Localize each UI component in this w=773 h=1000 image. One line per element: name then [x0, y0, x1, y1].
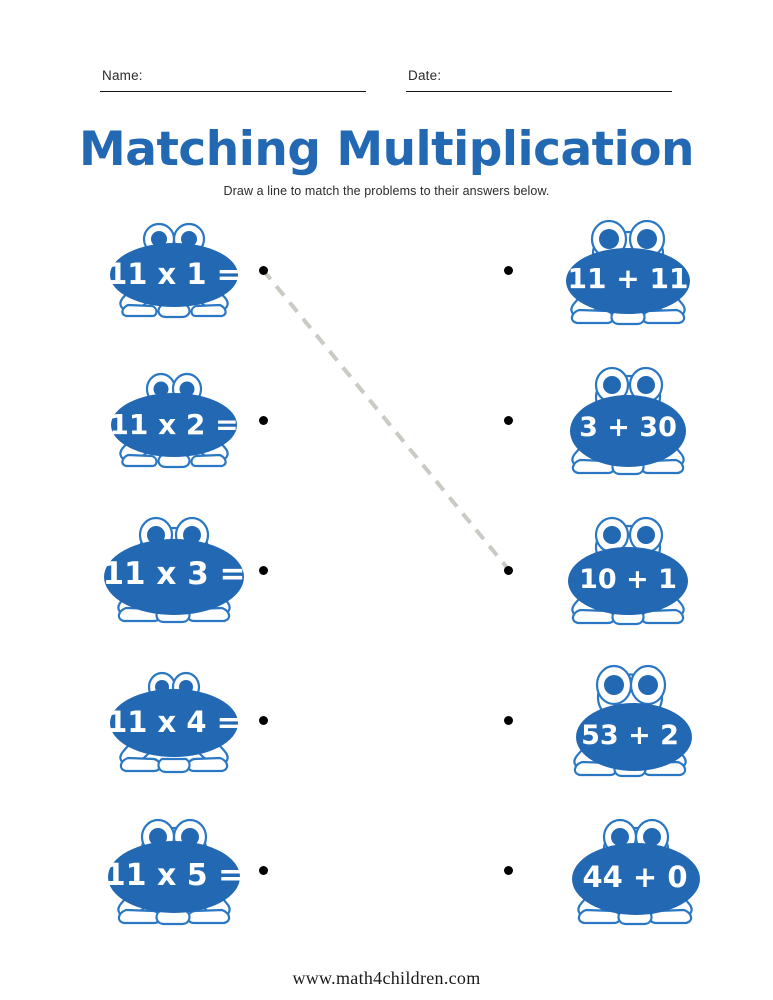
answer-frog[interactable]: 10 + 1	[558, 507, 698, 635]
match-row: 11 x 3 =	[0, 505, 773, 655]
match-row: 11 x 5 =	[0, 805, 773, 955]
date-label: Date:	[408, 68, 442, 83]
name-label: Name:	[102, 68, 143, 83]
problem-connector-dot[interactable]	[259, 716, 268, 725]
page-subtitle: Draw a line to match the problems to the…	[223, 184, 550, 198]
answer-connector-dot[interactable]	[504, 866, 513, 875]
answer-connector-dot[interactable]	[504, 266, 513, 275]
page-title: Matching Multiplication	[78, 122, 695, 177]
answer-connector-dot[interactable]	[504, 416, 513, 425]
answer-frog[interactable]: 11 + 11	[553, 209, 703, 335]
match-row: 11 x 2 =	[0, 355, 773, 505]
problem-connector-dot[interactable]	[259, 866, 268, 875]
header-fields: Name: Date:	[100, 68, 673, 100]
date-writing-line	[406, 91, 672, 92]
problem-frog[interactable]: 11 x 3 =	[100, 507, 248, 635]
answer-frog[interactable]: 44 + 0	[562, 807, 708, 937]
problem-frog[interactable]: 11 x 2 =	[104, 363, 244, 483]
date-field[interactable]: Date:	[406, 68, 672, 100]
match-row: 11 x 1 =	[0, 205, 773, 355]
problem-connector-dot[interactable]	[259, 416, 268, 425]
problem-connector-dot[interactable]	[259, 566, 268, 575]
name-writing-line	[100, 91, 366, 92]
match-row: 11 x 4 =	[0, 655, 773, 805]
answer-connector-dot[interactable]	[504, 566, 513, 575]
matching-area: 11 x 1 =	[0, 205, 773, 945]
name-field[interactable]: Name:	[100, 68, 366, 100]
problem-frog[interactable]: 11 x 1 =	[104, 213, 244, 333]
answer-connector-dot[interactable]	[504, 716, 513, 725]
footer-website: www.math4children.com	[292, 968, 481, 988]
answer-frog[interactable]: 53 + 2	[560, 655, 700, 787]
problem-frog[interactable]: 11 x 5 =	[102, 809, 246, 937]
problem-frog[interactable]: 11 x 4 =	[104, 661, 244, 785]
problem-connector-dot[interactable]	[259, 266, 268, 275]
answer-frog[interactable]: 3 + 30	[558, 357, 698, 485]
